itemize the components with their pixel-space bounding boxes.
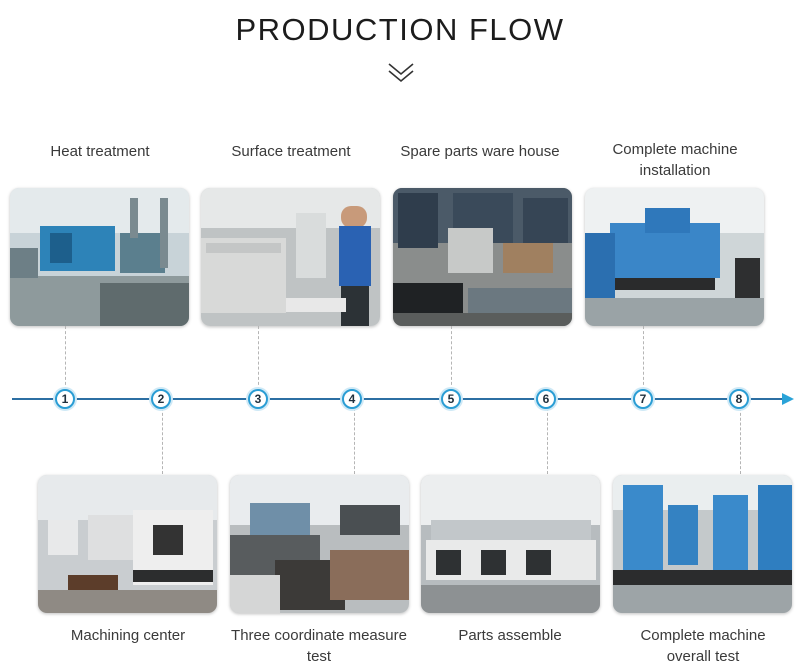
connector-7	[643, 326, 644, 390]
step-1-label: Heat treatment	[50, 143, 150, 160]
timeline-axis	[12, 398, 784, 400]
connector-3	[258, 326, 259, 390]
step-6-label: Parts assemble	[458, 627, 562, 644]
step-3-marker: 3	[248, 389, 268, 409]
page-title: PRODUCTION FLOW	[235, 12, 565, 47]
step-7-label: Complete machine installation	[612, 141, 738, 179]
connector-8	[740, 408, 741, 474]
parts-assemble-photo	[421, 475, 600, 613]
arrow-right-icon	[782, 393, 794, 405]
step-1-marker: 1	[55, 389, 75, 409]
step-7-marker: 7	[633, 389, 653, 409]
step-4-marker: 4	[342, 389, 362, 409]
step-3-label: Surface treatment	[231, 143, 351, 160]
connector-1	[65, 326, 66, 390]
step-2-marker: 2	[151, 389, 171, 409]
complete-machine-installation-photo	[585, 188, 764, 326]
spare-parts-warehouse-photo	[393, 188, 572, 326]
surface-treatment-photo	[201, 188, 380, 326]
step-8-marker: 8	[729, 389, 749, 409]
connector-2	[162, 408, 163, 474]
complete-machine-overall-test-photo	[613, 475, 792, 613]
connector-4	[354, 408, 355, 474]
connector-5	[451, 326, 452, 390]
step-5-marker: 5	[441, 389, 461, 409]
step-5-label: Spare parts ware house	[400, 143, 560, 160]
step-6-marker: 6	[536, 389, 556, 409]
double-chevron-down-icon	[388, 63, 414, 83]
machining-center-photo	[38, 475, 217, 613]
step-2-label: Machining center	[70, 627, 186, 644]
coordinate-measure-test-photo	[230, 475, 409, 613]
heat-treatment-photo	[10, 188, 189, 326]
step-8-label: Complete machine overall test	[640, 627, 766, 665]
step-4-label: Three coordinate measure test	[231, 627, 407, 665]
connector-6	[547, 408, 548, 474]
